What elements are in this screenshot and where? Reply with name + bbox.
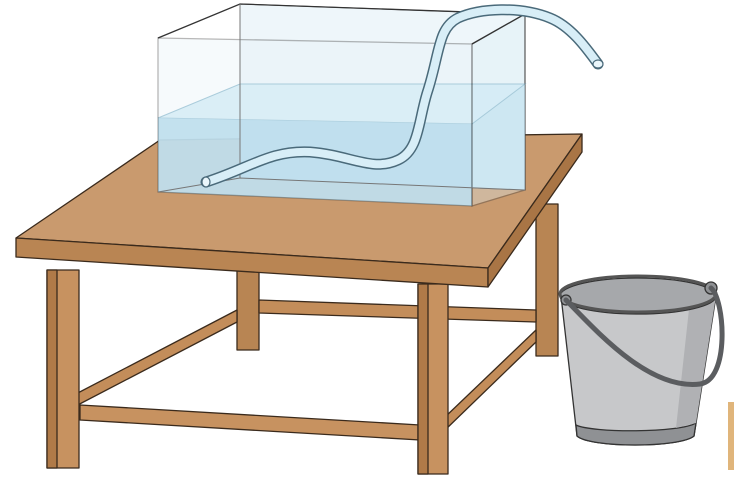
table-top-right-edge: [487, 133, 583, 288]
hose-body: [202, 5, 602, 186]
tank-right-panel: [471, 12, 526, 207]
table-leg-front-right-shade: [417, 283, 429, 475]
table-leg-front-left-shade: [46, 269, 58, 469]
table-rail-front: [79, 404, 421, 441]
table-leg-back-right: [535, 203, 559, 357]
table-rail-left: [71, 309, 238, 409]
table-rail-right: [443, 329, 537, 432]
bucket-base-band: [575, 422, 697, 446]
hose-outlet: [592, 59, 604, 69]
bucket-handle: [563, 285, 725, 387]
cropped-post: [728, 402, 734, 470]
bucket-opening: [559, 277, 717, 315]
metal-bucket: [558, 274, 725, 446]
tank-bottom-back: [157, 177, 526, 193]
bucket-shade: [676, 296, 716, 428]
tank-top-rim: [157, 3, 528, 45]
table-rail-back: [258, 299, 537, 323]
table-leg-back-left: [236, 261, 260, 351]
hose-inlet: [201, 176, 211, 188]
siphon-hose: [200, 4, 604, 188]
